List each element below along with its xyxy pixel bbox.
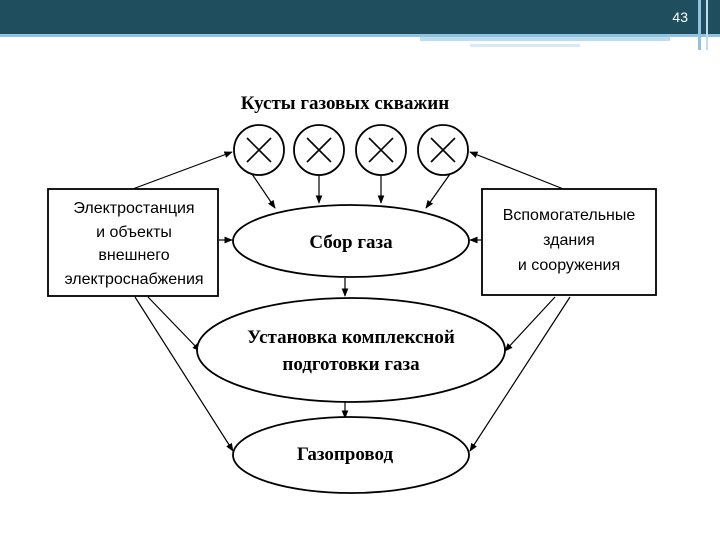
power-box-line-4: электроснабжения: [64, 271, 203, 288]
arrow-power-treatment: [147, 296, 201, 352]
gas-treatment-node: Установка комплексной подготовки газа: [196, 297, 506, 403]
power-box-line-1: Электростанция: [73, 200, 194, 217]
aux-box-line-1: Вспомогательные: [503, 207, 636, 224]
gas-treatment-line-2: подготовки газа: [282, 354, 420, 375]
power-station-box: Электростанция и объекты внешнего электр…: [47, 188, 219, 297]
gas-collection-label: Сбор газа: [309, 232, 393, 253]
header-underline: [0, 34, 720, 37]
arrow-well4-collect: [425, 173, 451, 209]
well-2: [293, 124, 345, 176]
power-box-line-3: внешнего: [98, 247, 169, 264]
gas-pipeline-node: Газопровод: [232, 416, 470, 494]
arrows: [129, 151, 571, 452]
header-bar: [0, 0, 720, 34]
page-number: 43: [672, 9, 688, 25]
arrow-aux-wells: [469, 151, 567, 191]
slide-header: 43: [0, 0, 720, 50]
header-accent-strip-2: [470, 44, 580, 47]
arrow-aux-pipeline: [469, 296, 571, 452]
header-accent-strip: [420, 37, 670, 41]
well-4: [417, 124, 469, 176]
diagram-title: Кусты газовых скважин: [241, 93, 449, 114]
arrow-aux-treatment: [504, 296, 556, 352]
arrow-power-pipeline: [134, 296, 234, 452]
aux-box-line-2: здания: [543, 232, 595, 249]
well-1: [233, 124, 285, 176]
header-side-line: [698, 0, 701, 50]
well-3: [355, 124, 407, 176]
auxiliary-buildings-box: Вспомогательные здания и сооружения: [481, 188, 657, 296]
arrow-well1-collect: [251, 173, 276, 209]
gas-pipeline-label: Газопровод: [297, 444, 394, 465]
gas-treatment-line-1: Установка комплексной: [247, 327, 455, 348]
arrow-power-wells: [129, 151, 233, 191]
header-side-line-2: [706, 0, 708, 50]
gas-collection-node: Сбор газа: [232, 204, 470, 278]
aux-box-line-3: и сооружения: [518, 257, 620, 274]
power-box-line-2: и объекты: [96, 224, 172, 241]
